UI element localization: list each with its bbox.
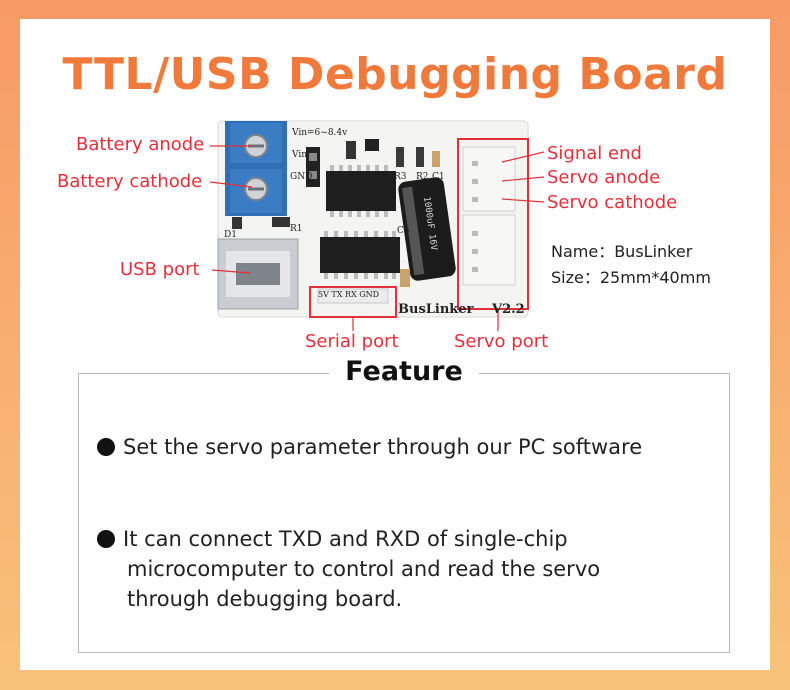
label-servo-cathode: Servo cathode: [547, 192, 678, 213]
label-servo-port: Servo port: [454, 331, 549, 352]
main-panel: TTL/USB Debugging Board: [20, 19, 770, 670]
silk-r1: R1: [290, 224, 303, 234]
silk-r2: R2: [416, 172, 429, 182]
ic-upper: [326, 171, 396, 211]
feature-item-1: Set the servo parameter through our PC s…: [97, 432, 642, 462]
label-usb-port: USB port: [120, 259, 200, 280]
label-serial-port: Serial port: [305, 331, 399, 352]
bullet-icon: [97, 438, 115, 456]
label-battery-anode: Battery anode: [76, 134, 205, 155]
feature-box: Feature Set the servo parameter through …: [78, 356, 730, 653]
silk-r3: R3: [394, 172, 407, 182]
silk-serial-pins: 5V TX RX GND: [318, 290, 379, 299]
silk-vin-range: Vin=6~8.4v: [291, 128, 348, 138]
board-illustration: Vin=6~8.4v Vin GND R3 R2 C1 D1 R1 C5 5V …: [209, 120, 545, 331]
silk-version: V2.2: [491, 302, 525, 317]
silk-vin: Vin: [291, 150, 307, 160]
feature-item-2-line1: It can connect TXD and RXD of single-chi…: [123, 527, 568, 551]
product-size: Size：25mm*40mm: [551, 268, 711, 287]
servo-connector-lower: [462, 214, 516, 286]
product-name: Name：BusLinker: [551, 242, 693, 261]
silk-gnd: GND: [290, 172, 312, 182]
silk-d1: D1: [224, 230, 237, 240]
label-servo-anode: Servo anode: [547, 167, 661, 188]
label-battery-cathode: Battery cathode: [57, 171, 203, 192]
feature-heading: Feature: [329, 356, 479, 387]
feature-item-2: It can connect TXD and RXD of single-chi…: [97, 524, 600, 614]
feature-item-1-text: Set the servo parameter through our PC s…: [123, 435, 643, 459]
servo-connector-upper: [462, 146, 516, 212]
page-title: TTL/USB Debugging Board: [62, 49, 728, 100]
silk-c5: C5: [397, 226, 410, 236]
feature-item-2-line2: microcomputer to control and read the se…: [127, 557, 601, 581]
silk-c1: C1: [432, 172, 445, 182]
bullet-icon: [97, 530, 115, 548]
label-signal-end: Signal end: [547, 143, 642, 164]
servo-port-highlight: [457, 138, 529, 310]
serial-header: [317, 288, 389, 304]
feature-item-2-line3: through debugging board.: [127, 587, 403, 611]
ic-lower: [320, 237, 400, 273]
silk-brand: BusLinker: [398, 302, 474, 317]
